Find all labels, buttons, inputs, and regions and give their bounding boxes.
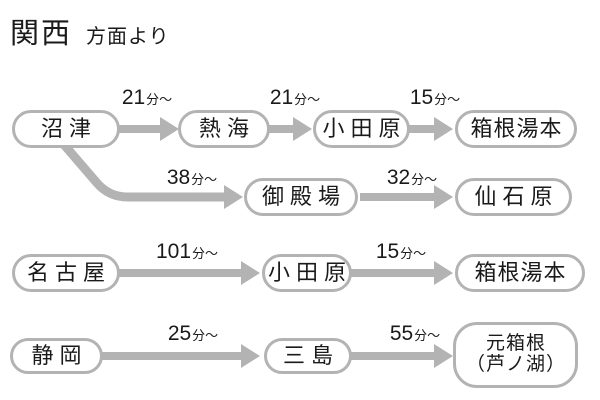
station-label: 箱根湯本 <box>470 115 563 141</box>
station-label: 元箱根 <box>485 333 546 355</box>
time-value: 101 <box>155 240 192 263</box>
station-hakone-yumoto-2: 箱根湯本 <box>455 254 585 292</box>
time-unit: 分〜 <box>411 172 438 187</box>
station-label: 三島 <box>282 342 339 368</box>
title-sub: 方面より <box>86 26 170 48</box>
time-unit: 分〜 <box>294 92 321 107</box>
title-main: 関西 <box>10 18 73 50</box>
arrowhead-icon-motohakone <box>434 344 453 368</box>
page-title: 関西 方面より <box>10 10 170 52</box>
station-gotemba: 御殿場 <box>244 178 358 216</box>
station-mishima: 三島 <box>264 338 352 374</box>
station-label: 小田原 <box>268 259 353 285</box>
time-unit: 分〜 <box>192 246 219 261</box>
arrowhead-icon-mishima <box>241 344 260 368</box>
time-unit: 分〜 <box>146 92 173 107</box>
station-numazu: 沼津 <box>12 110 120 148</box>
connector-branch-numazu-gotemba <box>56 137 225 202</box>
time-unit: 分〜 <box>192 328 219 343</box>
arrowhead-icon-sengokuhara <box>434 185 453 209</box>
station-label-line2: （芦ノ湖） <box>465 354 566 375</box>
station-label: 箱根湯本 <box>474 259 567 285</box>
station-label: 仙石原 <box>474 183 559 209</box>
station-moto-hakone: 元箱根 （芦ノ湖） <box>453 322 578 388</box>
station-label: 静岡 <box>31 342 88 368</box>
arrowhead-icon-hakoneyumoto-1 <box>434 117 453 141</box>
time-value: 55 <box>389 322 414 345</box>
time-unit: 分〜 <box>400 246 427 261</box>
arrowhead-icon-hakoneyumoto-2 <box>434 261 453 285</box>
time-value: 21 <box>269 86 294 109</box>
station-nagoya: 名古屋 <box>12 254 120 292</box>
station-label: 名古屋 <box>26 259 111 285</box>
station-sengokuhara: 仙石原 <box>455 178 572 216</box>
time-value: 25 <box>167 322 192 345</box>
station-label: 沼津 <box>40 115 97 141</box>
time-value: 15 <box>375 240 400 263</box>
station-shizuoka: 静岡 <box>10 338 103 374</box>
station-label: 熱海 <box>198 115 255 141</box>
time-unit: 分〜 <box>414 328 441 343</box>
arrowhead-icon-atami <box>160 117 179 141</box>
time-value: 32 <box>386 166 411 189</box>
arrowhead-icon-odawara-1 <box>293 117 312 141</box>
station-label: 小田原 <box>322 115 407 141</box>
station-label: 御殿場 <box>261 183 346 209</box>
station-atami: 熱海 <box>178 110 270 148</box>
arrowhead-icon-odawara-2 <box>241 261 260 285</box>
time-unit: 分〜 <box>191 172 218 187</box>
station-odawara-2: 小田原 <box>262 254 352 292</box>
time-value: 15 <box>409 86 434 109</box>
station-hakone-yumoto-1: 箱根湯本 <box>455 110 577 148</box>
time-value: 38 <box>166 166 191 189</box>
time-value: 21 <box>121 86 146 109</box>
station-odawara-1: 小田原 <box>313 110 410 148</box>
arrowhead-icon-gotemba <box>224 185 243 209</box>
time-unit: 分〜 <box>434 92 461 107</box>
